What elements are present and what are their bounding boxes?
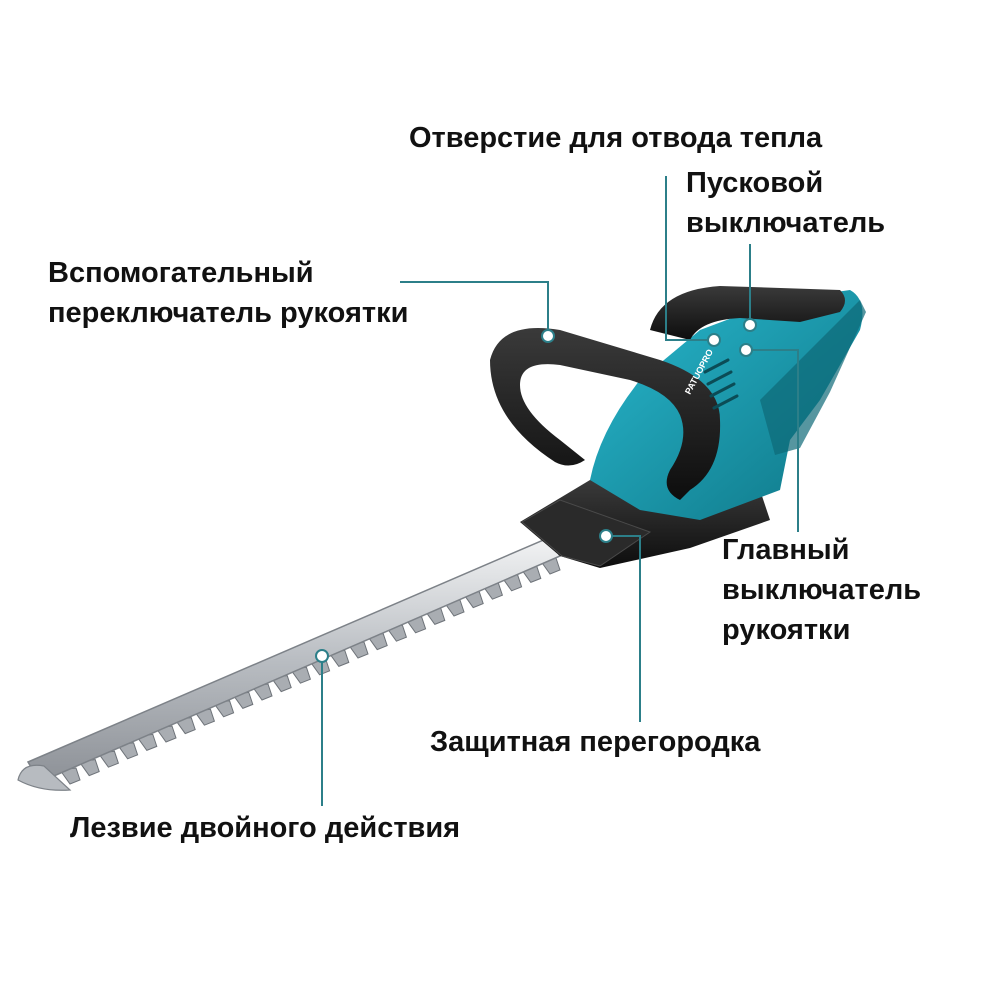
rear-handle bbox=[650, 286, 845, 340]
label-trigger-switch-line-2: выключатель bbox=[686, 207, 886, 239]
leader-guard bbox=[608, 535, 641, 722]
dot-aux-switch bbox=[541, 329, 555, 343]
label-blade: Лезвие двойного действия bbox=[70, 808, 460, 848]
motor-body bbox=[590, 290, 863, 520]
guard-plate bbox=[521, 499, 652, 567]
label-main-handle-switch-line-3: рукоятки bbox=[722, 614, 851, 646]
label-heat-vent-line: Отверстие для отвода тепла bbox=[409, 122, 823, 154]
leader-lines bbox=[321, 176, 799, 806]
dot-heat-vent bbox=[707, 333, 721, 347]
label-main-handle-switch-line-1: Главный bbox=[722, 534, 850, 566]
label-trigger-switch: Пусковой выключатель bbox=[686, 163, 885, 243]
pointer-dots bbox=[315, 318, 757, 663]
label-blade-line: Лезвие двойного действия bbox=[70, 812, 461, 844]
heat-vents bbox=[703, 358, 739, 410]
dot-main-switch bbox=[739, 343, 753, 357]
leader-main-switch bbox=[748, 349, 799, 532]
battery-mount bbox=[760, 300, 866, 455]
label-guard-line: Защитная перегородка bbox=[430, 726, 761, 758]
label-aux-handle-switch-line-2: переключатель рукоятки bbox=[48, 297, 409, 329]
label-guard: Защитная перегородка bbox=[430, 722, 760, 762]
label-aux-handle-switch-line-1: Вспомогательный bbox=[48, 257, 314, 289]
dot-guard bbox=[599, 529, 613, 543]
label-trigger-switch-line-1: Пусковой bbox=[686, 167, 824, 199]
blade-tip bbox=[17, 764, 72, 791]
label-main-handle-switch: Главный выключатель рукоятки bbox=[722, 530, 921, 650]
dot-blade bbox=[315, 649, 329, 663]
label-main-handle-switch-line-2: выключатель bbox=[722, 574, 922, 606]
front-handle bbox=[490, 328, 721, 500]
dot-trigger bbox=[743, 318, 757, 332]
leader-heat-vent bbox=[665, 176, 712, 341]
label-aux-handle-switch: Вспомогательный переключатель рукоятки bbox=[48, 253, 408, 333]
leader-aux-switch bbox=[400, 281, 549, 334]
label-heat-vent: Отверстие для отвода тепла bbox=[409, 118, 822, 158]
